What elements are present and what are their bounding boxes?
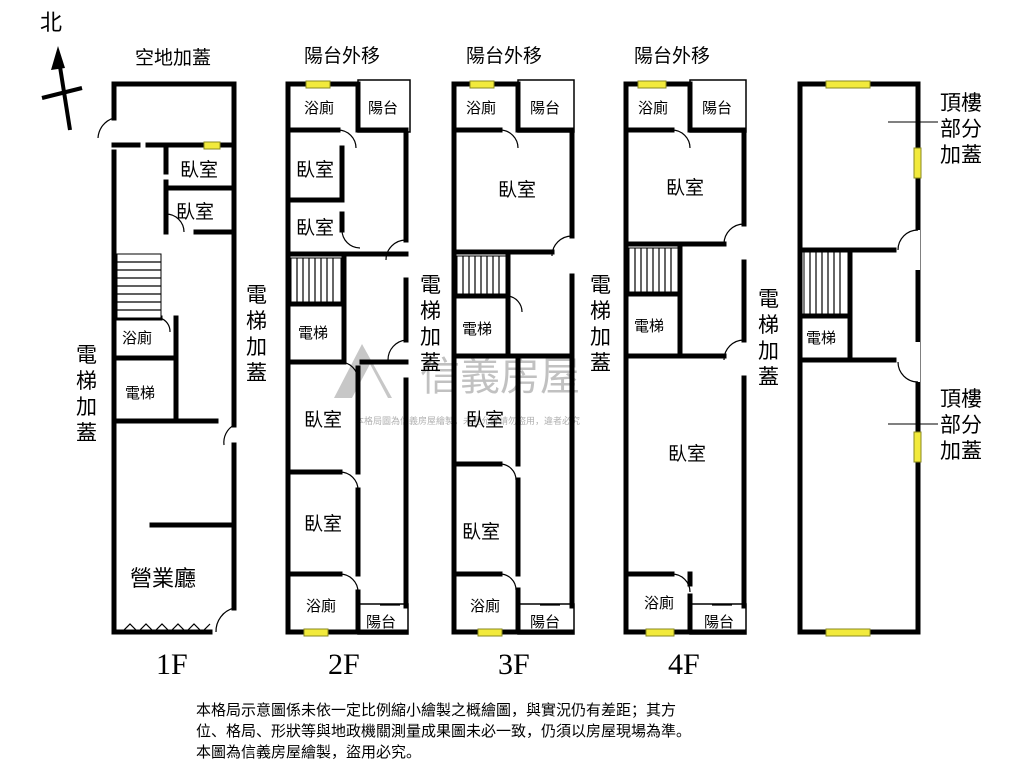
watermark-fine-print: 本格局圖為信義房屋繪製，未經允許請勿盜用，違者必究 [355,415,580,427]
label-elevator-roof: 電梯 [806,329,836,347]
label-elevator-2f: 電梯 [298,324,328,342]
door-icon [159,317,171,333]
window-icon [825,628,871,637]
label-bedroom-2f-a: 臥室 [296,159,334,181]
label-elevator-addition-roof: 電梯加蓋 [758,287,779,389]
label-bedroom-1f-b: 臥室 [176,201,214,223]
label-balcony-moved-3f: 陽台外移 [466,45,542,67]
floor-label-2f: 2F [328,648,360,681]
stairs-icon [116,253,162,319]
window-icon [477,628,503,637]
watermark: 信義房屋 本格局圖為信義房屋繪製，未經允許請勿盜用，違者必究 [334,344,580,427]
label-balcony-3f-top: 陽台 [530,99,560,117]
stairs-icon [456,255,507,295]
label-roof-addition-top: 頂樓部分加蓋 [940,91,982,167]
floor-roof [797,80,938,637]
floor-4f [623,79,747,637]
label-elevator-3f: 電梯 [462,320,492,338]
label-balcony-2f-top: 陽台 [368,99,398,117]
label-elevator-addition-4f: 電梯加蓋 [590,273,611,375]
label-bedroom-4f-b: 臥室 [668,443,706,465]
disclaimer-note: 本格局示意圖係未依一定比例縮小繪製之概繪圖，與實況仍有差距；其方 位、格局、形狀… [196,700,856,763]
label-balcony-moved-4f: 陽台外移 [634,45,710,67]
label-roof-addition-bottom: 頂樓部分加蓋 [940,387,982,463]
disclaimer-line-1: 本格局示意圖係未依一定比例縮小繪製之概繪圖，與實況仍有差距；其方 [196,701,677,719]
window-icon [469,80,495,89]
label-bathroom-2f-top: 浴廁 [304,99,334,117]
label-elevator-addition-2f: 電梯加蓋 [246,283,267,385]
door-icon [223,424,235,446]
label-elevator-addition-3f: 電梯加蓋 [420,273,441,375]
stairs-icon [803,251,849,315]
window-icon [825,80,871,89]
floor-label-3f: 3F [498,648,530,681]
label-bathroom-4f-bottom: 浴廁 [644,594,674,612]
floor-2f [285,79,411,637]
window-icon [305,80,331,89]
label-elevator-4f: 電梯 [634,317,664,335]
watermark-logo-icon [334,344,392,398]
disclaimer-line-2: 位、格局、形狀等與地政機關測量成果圖未必一致，仍須以房屋現場為準。 [196,722,692,740]
label-bathroom-3f-top: 浴廁 [466,99,496,117]
window-icon [637,80,667,89]
window-icon [913,431,922,463]
watermark-brand: 信義房屋 [420,354,580,400]
stairs-icon [628,247,679,293]
floor-label-1f: 1F [156,648,188,681]
label-open-space-addition: 空地加蓋 [135,47,211,69]
label-elevator-addition-1f: 電梯加蓋 [76,343,97,445]
label-bathroom-1f: 浴廁 [122,329,152,347]
label-bedroom-3f-b: 臥室 [466,409,504,431]
window-icon [913,147,922,179]
floor-3f [451,79,575,637]
door-icon [165,213,185,233]
label-bathroom-3f-bottom: 浴廁 [470,597,500,615]
label-balcony-4f-top: 陽台 [702,99,732,117]
label-bedroom-2f-c: 臥室 [304,409,342,431]
north-arrow-icon [41,46,83,131]
label-bathroom-2f-bottom: 浴廁 [306,597,336,615]
north-label: 北 [40,11,62,36]
door-icon [215,607,235,633]
disclaimer-line-3: 本圖為信義房屋繪製，盜用必究。 [196,743,422,761]
stairs-icon [290,257,342,303]
label-balcony-2f-bottom: 陽台 [366,613,396,631]
door-icon [97,117,115,139]
label-elevator-1f: 電梯 [125,384,155,402]
label-bathroom-4f-top: 浴廁 [638,99,668,117]
label-bedroom-2f-d: 臥室 [304,513,342,535]
window-icon [303,628,329,637]
label-bedroom-3f-a: 臥室 [498,179,536,201]
label-balcony-moved-2f: 陽台外移 [304,45,380,67]
label-bedroom-4f-a: 臥室 [666,177,704,199]
floor-label-4f: 4F [668,648,700,681]
label-bedroom-3f-c: 臥室 [462,521,500,543]
window-icon [645,628,675,637]
label-bedroom-2f-b: 臥室 [296,217,334,239]
floor-1f [97,81,237,635]
label-balcony-4f-bottom: 陽台 [704,613,734,631]
label-balcony-3f-bottom: 陽台 [530,613,560,631]
window-icon [203,141,221,150]
label-bedroom-1f-a: 臥室 [180,159,218,181]
label-business-hall: 營業廳 [130,567,196,592]
